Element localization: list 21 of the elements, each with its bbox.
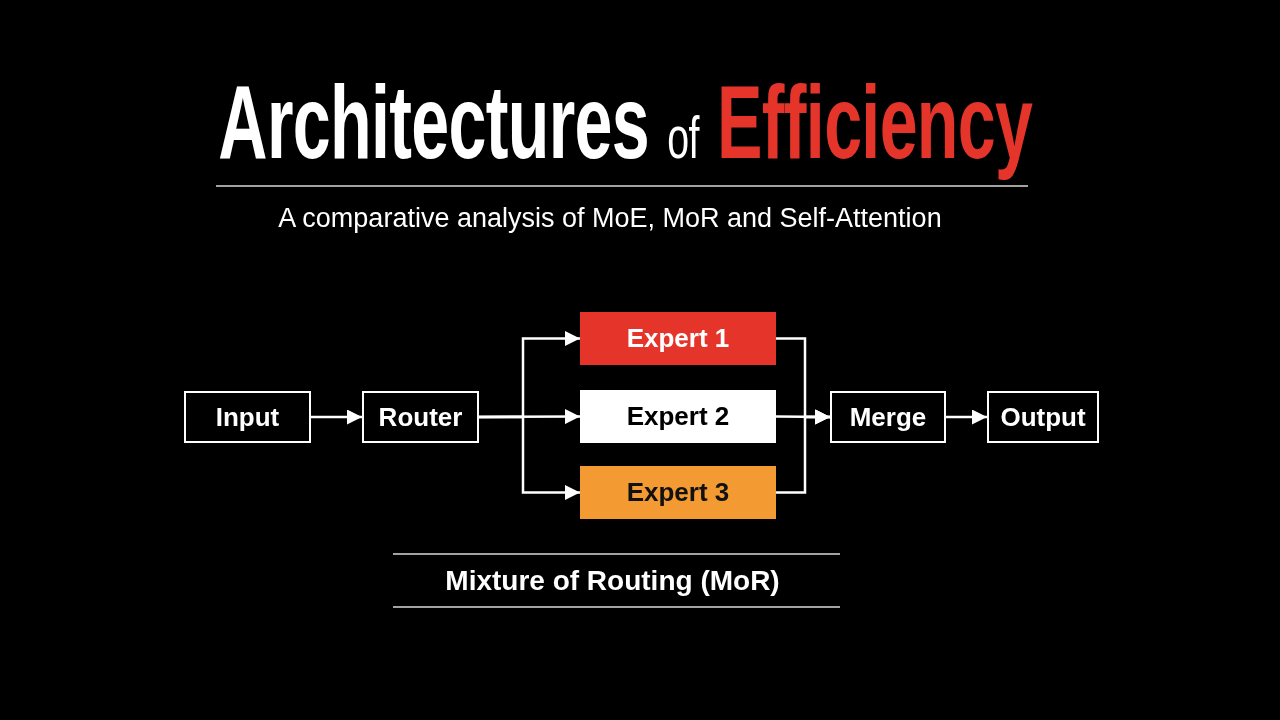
process-box	[184, 391, 311, 443]
process-box	[830, 391, 946, 443]
title: Architectures of Efficiency	[218, 64, 1032, 181]
box-label: Input	[215, 402, 280, 432]
expert-box	[580, 466, 776, 519]
box-label: Expert 2	[626, 402, 730, 431]
arrow	[479, 415, 580, 500]
process-box	[362, 391, 479, 443]
box-label: Merge	[849, 402, 927, 432]
expert-box	[580, 390, 776, 443]
arrow	[946, 409, 987, 425]
box-label: Expert 3	[626, 478, 730, 507]
box-label: Expert 1	[626, 324, 730, 353]
caption: Mixture of Routing (MoR)	[445, 565, 780, 596]
box-label: Output	[1000, 402, 1086, 432]
arrow	[311, 409, 362, 425]
subtitle: A comparative analysis of MoE, MoR and Self-Attention	[278, 203, 942, 233]
expert-box	[580, 312, 776, 365]
arrow	[776, 409, 830, 494]
process-box	[987, 391, 1099, 443]
box-label: Router	[378, 402, 463, 432]
